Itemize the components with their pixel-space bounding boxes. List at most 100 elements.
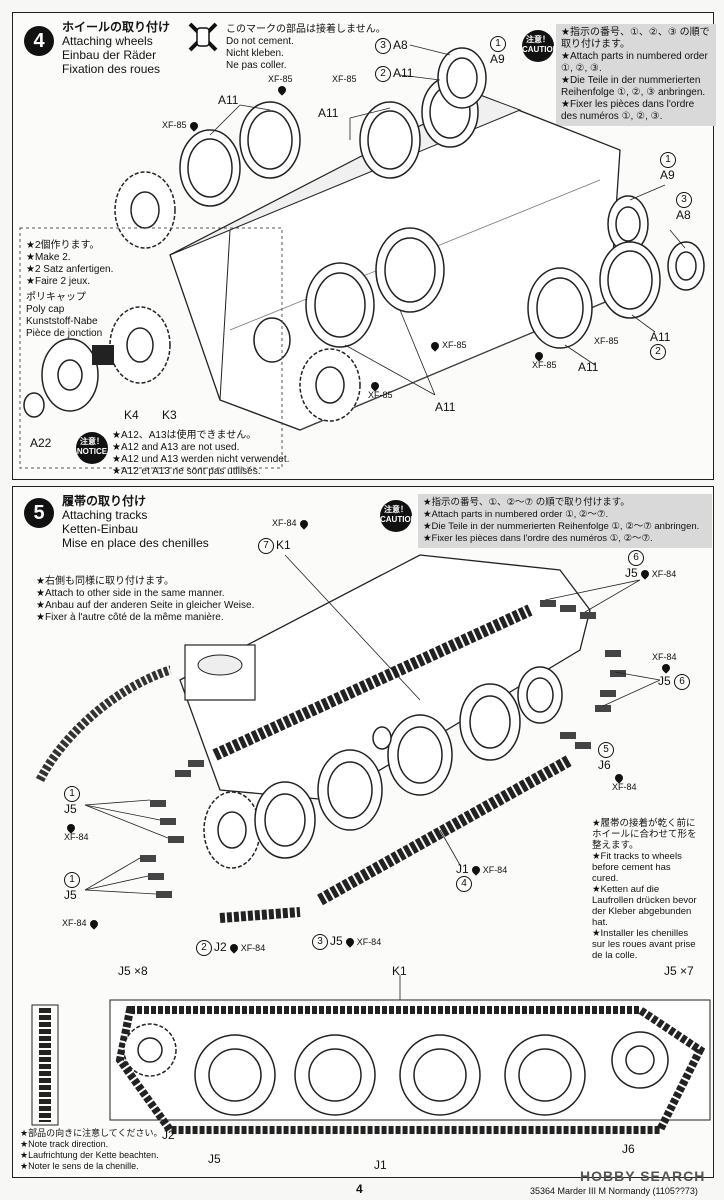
paint-xf84: XF-84	[62, 917, 101, 930]
xf85: XF-85	[162, 120, 187, 130]
label-a22: A22	[30, 436, 52, 450]
step-4-title: ホイールの取り付け Attaching wheels Einbau der Rä…	[62, 20, 170, 76]
direction-line: ★Noter le sens de la chenille.	[20, 1161, 139, 1171]
step-5-title: 履帯の取り付け Attaching tracks Ketten-Einbau M…	[62, 494, 209, 550]
step-5-title-fr: Mise en place des chenilles	[62, 536, 209, 550]
no-cement-note: このマークの部品は接着しません。 Do not cement. Nicht kl…	[226, 24, 386, 72]
caution-line: ★Fixer les pièces dans l'ordre des numér…	[561, 99, 695, 122]
label-j1: J1 XF-84 4	[456, 862, 507, 892]
order-3: 3	[312, 934, 328, 950]
no-cement-fr: Ne pas coller.	[226, 60, 287, 71]
watermark: HOBBY SEARCH	[580, 1168, 706, 1184]
other-side-line: ★右側も同様に取り付けます。	[36, 576, 174, 587]
label-j5: J5 6	[658, 674, 692, 690]
xf85: XF-85	[268, 74, 293, 84]
fit-line: de la colle.	[592, 950, 638, 961]
paint-xf85: XF-85	[368, 379, 393, 400]
label-k1-side: K1	[392, 964, 407, 978]
order-1: 1	[64, 786, 80, 802]
paint-xf84: XF-84	[64, 821, 89, 842]
fit-line: cured.	[592, 873, 619, 884]
order-6: 6	[674, 674, 691, 690]
step-4-hull-drawing	[19, 44, 705, 469]
notice-line: ★A12 and A13 are not used.	[112, 442, 240, 453]
fit-line: hat.	[592, 917, 608, 928]
paint-xf85: XF-85	[268, 74, 293, 96]
fit-line: der Kleber abgebunden	[592, 906, 692, 917]
fit-tracks-note: ★履帯の接着が乾く前に ホイールに合わせて形を 整えます。 ★Fit track…	[592, 818, 697, 961]
direction-line: ★Note track direction.	[20, 1139, 109, 1149]
label-k3: K3	[162, 408, 177, 422]
order-2: 2	[650, 344, 666, 360]
label-j5-side: J5	[208, 1152, 221, 1166]
paint-xf85: XF-85	[332, 74, 357, 84]
order-4: 4	[456, 876, 472, 892]
fit-line: Laufrollen drücken bevor	[592, 895, 697, 906]
xf85: XF-85	[368, 390, 393, 400]
label-a11: A11	[218, 93, 239, 107]
label-a11: A11	[318, 106, 339, 120]
order-2: 2	[196, 940, 212, 956]
j1: J1	[456, 862, 469, 876]
direction-line: ★部品の向きに注意してください。	[20, 1128, 163, 1138]
no-cement-en: Do not cement.	[226, 36, 294, 47]
fit-line: ★Ketten auf die	[592, 884, 660, 895]
k1: K1	[276, 538, 291, 553]
make2-line: ★Make 2.	[26, 252, 71, 263]
a11: A11	[393, 66, 414, 81]
step-4-title-en: Attaching wheels	[62, 34, 153, 48]
xf85: XF-85	[594, 336, 619, 346]
label-j5: 6	[628, 550, 646, 566]
paint-drop-icon	[660, 661, 672, 674]
paint-xf85: XF-85	[594, 336, 619, 346]
label-j5x7: J5 ×7	[664, 964, 694, 978]
no-cement-jp: このマークの部品は接着しません。	[226, 24, 386, 35]
caution-line: ★Attach parts in numbered order ①, ②～⑦.	[423, 509, 609, 520]
caution-line: ★指示の番号、①、②～⑦ の順で取り付けます。	[423, 497, 630, 508]
fit-line: ホイールに合わせて形を	[592, 829, 697, 840]
step-4-caution-badge: 注意！ CAUTION	[522, 30, 558, 62]
make-2-note: ★2個作ります。 ★Make 2. ★2 Satz anfertigen. ★F…	[26, 240, 113, 288]
step-5-title-jp: 履帯の取り付け	[62, 494, 147, 508]
fit-line: ★履帯の接着が乾く前に	[592, 818, 696, 829]
no-cement-de: Nicht kleben.	[226, 48, 284, 59]
label-k4: K4	[124, 408, 139, 422]
xf84: XF-84	[482, 865, 508, 875]
j5: J5	[330, 934, 343, 949]
xf84: XF-84	[612, 782, 637, 792]
j5: J5	[625, 566, 638, 580]
no-cement-icon	[188, 22, 218, 52]
label-j6-side: J6	[622, 1142, 635, 1156]
other-side-line: ★Attach to other side in the same manner…	[36, 588, 225, 599]
step-5-number: 5	[24, 498, 54, 528]
caution-line: ★Die Teile in der nummerierten Reihenfol…	[561, 75, 706, 98]
step-5-title-en: Attaching tracks	[62, 508, 148, 522]
a11: A11	[650, 330, 671, 344]
fit-line: ★Installer les chenilles	[592, 928, 689, 939]
page-number: 4	[356, 1182, 363, 1196]
j6: J6	[598, 758, 611, 772]
polycap-line: Kunststoff-Nabe	[26, 316, 98, 327]
notice-note: ★A12、A13は使用できません。 ★A12 and A13 are not u…	[112, 430, 289, 478]
xf84: XF-84	[62, 918, 87, 928]
xf85: XF-85	[442, 340, 467, 350]
a8: A8	[676, 208, 691, 222]
a9: A9	[660, 168, 675, 182]
step-4-number: 4	[24, 26, 54, 56]
j5: J5	[64, 888, 77, 902]
order-5: 5	[598, 742, 614, 758]
paint-drop-icon	[470, 864, 482, 876]
xf84: XF-84	[64, 832, 89, 842]
label-a11: A11	[435, 400, 456, 414]
notice-line: ★A12 und A13 werden nicht verwendet.	[112, 454, 290, 465]
notice-line: ★A12、A13は使用できません。	[112, 430, 257, 441]
